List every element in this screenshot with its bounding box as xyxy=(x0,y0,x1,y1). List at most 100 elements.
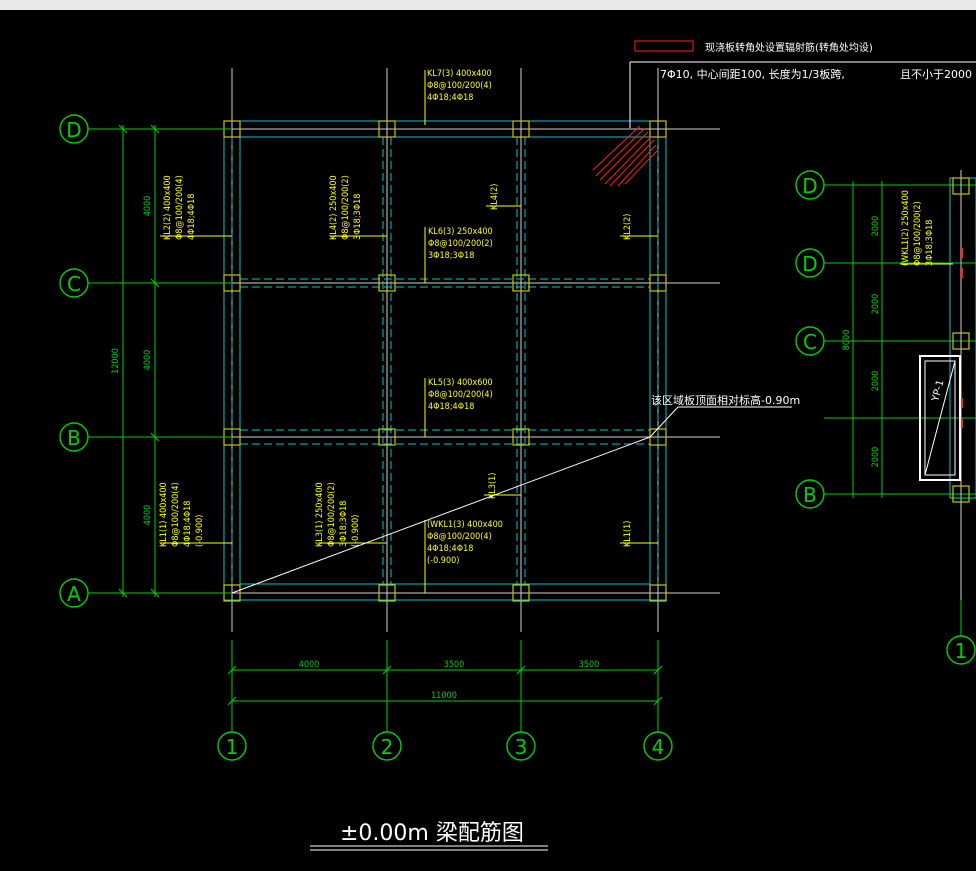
svg-text:2000: 2000 xyxy=(871,216,881,237)
svg-text:KL6(3) 250x400: KL6(3) 250x400 xyxy=(428,227,493,237)
svg-text:D: D xyxy=(802,252,817,276)
svg-text:2000: 2000 xyxy=(871,294,881,315)
svg-text:Φ8@100/200(4): Φ8@100/200(4) xyxy=(171,482,181,547)
svg-text:C: C xyxy=(67,272,81,296)
beam-label-wkl1: (WKL1(3) 400x400 Φ8@100/200(4) 4Φ18;4Φ18… xyxy=(424,520,503,593)
dim-h-total: 11000 xyxy=(431,691,457,701)
beam-label-kl2-left: KL2(2) 400x400 Φ8@100/200(4) 4Φ18;4Φ18 xyxy=(160,175,232,240)
svg-text:C: C xyxy=(803,330,817,354)
svg-text:4Φ18;4Φ18: 4Φ18;4Φ18 xyxy=(183,501,193,547)
svg-text:KL7(3) 400x400: KL7(3) 400x400 xyxy=(427,69,492,79)
svg-text:4Φ18;4Φ18: 4Φ18;4Φ18 xyxy=(427,93,473,103)
side-axis-bubble-bottom: 1 xyxy=(946,635,976,665)
beam-label-kl4-mid: KL4(2) 250x400 Φ8@100/200(2) 3Φ18;3Φ18 xyxy=(329,175,387,240)
radial-bars xyxy=(592,125,659,187)
side-axis-bubble-3: C xyxy=(795,326,825,356)
svg-text:4Φ18;4Φ18: 4Φ18;4Φ18 xyxy=(428,402,474,412)
svg-text:2000: 2000 xyxy=(871,447,881,468)
drawing-title-text: ±0.00m 梁配筋图 xyxy=(340,821,524,846)
beam-label-kl3-mid: KL3(1) 250x400 Φ8@100/200(2) 3Φ18;3Φ18 (… xyxy=(315,482,387,547)
svg-text:Φ8@100/200(2): Φ8@100/200(2) xyxy=(913,201,923,266)
svg-text:B: B xyxy=(67,426,81,450)
slab-elevation-note: 该区域板顶面相对标高-0.90m xyxy=(231,393,800,594)
svg-text:且不小于2000: 且不小于2000 xyxy=(900,68,972,81)
svg-text:KL3(1): KL3(1) xyxy=(488,473,498,499)
dim-v-total: 12000 xyxy=(111,348,121,374)
axis-leaders-left xyxy=(88,128,232,594)
svg-text:Φ8@100/200(4): Φ8@100/200(4) xyxy=(428,390,493,400)
dim-h-1: 4000 xyxy=(299,660,320,670)
svg-text:KL2(2) 400x400: KL2(2) 400x400 xyxy=(163,175,173,240)
svg-text:D: D xyxy=(66,118,81,142)
side-axis-bubble-1: D xyxy=(795,170,825,200)
svg-text:2000: 2000 xyxy=(871,371,881,392)
svg-text:Φ8@100/200(4): Φ8@100/200(4) xyxy=(427,532,492,542)
svg-text:B: B xyxy=(803,483,817,507)
svg-text:A: A xyxy=(67,582,81,606)
axis-bubble-4: 4 xyxy=(643,731,673,761)
svg-text:3Φ18;3Φ18: 3Φ18;3Φ18 xyxy=(925,220,935,266)
svg-text:D: D xyxy=(802,174,817,198)
svg-text:现浇板转角处设置辐射筋(转角处均设): 现浇板转角处设置辐射筋(转角处均设) xyxy=(705,41,873,54)
svg-text:3Φ18;3Φ18: 3Φ18;3Φ18 xyxy=(353,194,363,240)
dim-v-2: 4000 xyxy=(143,350,153,371)
axis-bubble-A: A xyxy=(59,578,89,608)
svg-text:3Φ18;3Φ18: 3Φ18;3Φ18 xyxy=(339,501,349,547)
svg-text:KL1(1): KL1(1) xyxy=(623,521,633,547)
beam-label-kl3-short: KL3(1) xyxy=(484,473,521,499)
svg-text:KL4(2): KL4(2) xyxy=(490,184,500,210)
svg-text:KL1(1) 400x400: KL1(1) 400x400 xyxy=(159,482,169,547)
beam-label-kl4-short: KL4(2) xyxy=(486,184,521,210)
dim-v-3: 4000 xyxy=(143,505,153,526)
beam-label-kl1-right: KL1(1) xyxy=(620,521,658,547)
axis-bubble-D: D xyxy=(59,114,89,144)
side-plan: D D C B 1 2000 2000 2000 2000 8000 xyxy=(795,170,976,665)
beam-reinforcement-drawing: D C B A 4000 4000 4000 12000 xyxy=(59,40,976,851)
axis-bubble-B: B xyxy=(59,422,89,452)
svg-text:Φ8@100/200(2): Φ8@100/200(2) xyxy=(428,239,493,249)
window-top-bar xyxy=(0,0,976,10)
horizontal-dimensions: 4000 3500 3500 11000 xyxy=(227,640,663,732)
beam-label-kl7: KL7(3) 400x400 Φ8@100/200(4) 4Φ18;4Φ18 xyxy=(424,69,492,125)
svg-text:KL2(2): KL2(2) xyxy=(623,214,633,240)
svg-text:3: 3 xyxy=(515,735,528,759)
vertical-dimensions: 4000 4000 4000 12000 xyxy=(111,124,160,598)
svg-text:4Φ18;4Φ18: 4Φ18;4Φ18 xyxy=(187,194,197,240)
beam-outlines xyxy=(223,120,667,601)
svg-text:4: 4 xyxy=(652,735,665,759)
svg-text:(-0.900): (-0.900) xyxy=(351,515,361,547)
svg-text:7Φ10, 中心间距100, 长度为1/3板跨,: 7Φ10, 中心间距100, 长度为1/3板跨, xyxy=(660,67,845,81)
svg-text:(WKL1(3) 400x400: (WKL1(3) 400x400 xyxy=(427,520,503,530)
svg-text:8000: 8000 xyxy=(842,330,852,351)
svg-text:Φ8@100/200(2): Φ8@100/200(2) xyxy=(327,482,337,547)
axis-bubble-1: 1 xyxy=(217,731,247,761)
side-axis-bubble-4: B xyxy=(795,479,825,509)
svg-text:Φ8@100/200(4): Φ8@100/200(4) xyxy=(175,175,185,240)
svg-text:(-0.900): (-0.900) xyxy=(195,515,205,547)
svg-text:KL3(1) 250x400: KL3(1) 250x400 xyxy=(315,482,325,547)
svg-text:KL4(2) 250x400: KL4(2) 250x400 xyxy=(329,175,339,240)
beam-label-kl5: KL5(3) 400x600 Φ8@100/200(4) 4Φ18;4Φ18 xyxy=(424,378,493,437)
svg-text:4Φ18;4Φ18: 4Φ18;4Φ18 xyxy=(427,544,473,554)
side-axis-bubble-2: D xyxy=(795,248,825,278)
svg-text:1: 1 xyxy=(955,639,968,663)
svg-text:1: 1 xyxy=(226,735,239,759)
svg-text:Φ8@100/200(2): Φ8@100/200(2) xyxy=(341,175,351,240)
corner-reinforcement-note: 现浇板转角处设置辐射筋(转角处均设) 7Φ10, 中心间距100, 长度为1/3… xyxy=(592,40,976,187)
dim-h-2: 3500 xyxy=(444,660,465,670)
beam-label-kl6: KL6(3) 250x400 Φ8@100/200(2) 3Φ18;3Φ18 xyxy=(424,227,493,283)
beam-label-kl1-left: KL1(1) 400x400 Φ8@100/200(4) 4Φ18;4Φ18 (… xyxy=(159,482,232,547)
drawing-title: ±0.00m 梁配筋图 xyxy=(310,821,548,851)
svg-text:Φ8@100/200(4): Φ8@100/200(4) xyxy=(427,81,492,91)
axis-bubble-3: 3 xyxy=(506,731,536,761)
svg-text:KL5(3) 400x600: KL5(3) 400x600 xyxy=(428,378,493,388)
svg-text:该区域板顶面相对标高-0.90m: 该区域板顶面相对标高-0.90m xyxy=(651,393,800,407)
axis-bubble-2: 2 xyxy=(372,731,402,761)
dim-h-3: 3500 xyxy=(579,660,600,670)
svg-text:(WKL1(2) 250x400: (WKL1(2) 250x400 xyxy=(901,190,911,266)
axis-bubble-C: C xyxy=(59,268,89,298)
side-yp1-tag: YP-1 xyxy=(930,379,947,404)
beam-label-kl2-right: KL2(2) xyxy=(620,214,658,240)
dim-v-1: 4000 xyxy=(143,196,153,217)
svg-text:3Φ18;3Φ18: 3Φ18;3Φ18 xyxy=(428,251,474,261)
